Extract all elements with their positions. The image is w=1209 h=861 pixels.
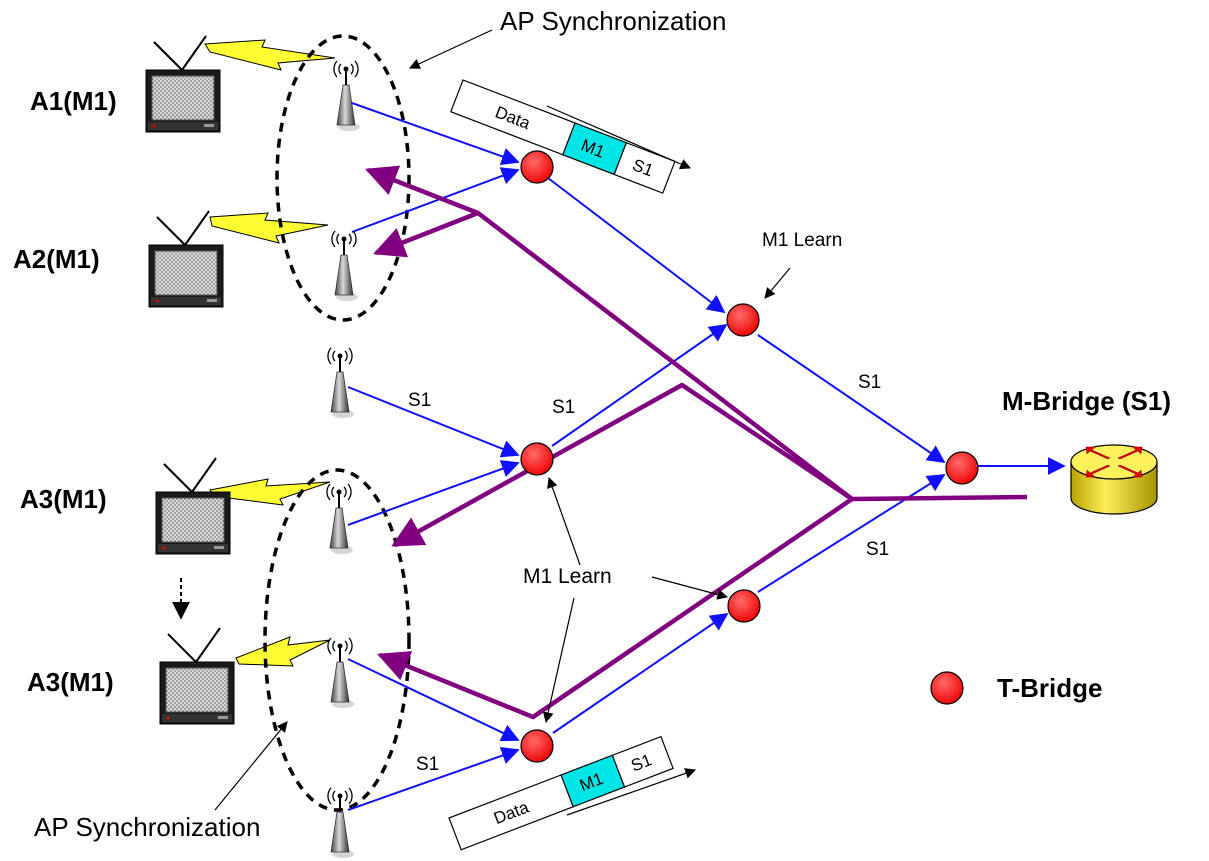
ap-sync-group-top [275, 34, 411, 322]
ap-sync-pointer-top [409, 29, 493, 69]
access-point-icon [326, 347, 355, 419]
access-point-icon [332, 60, 361, 132]
legend: T-Bridge [930, 671, 1102, 705]
t-bridge-icon [520, 729, 554, 763]
t-bridge-icon [726, 303, 760, 337]
m1-learn-pointer-b [651, 576, 729, 600]
tv-icon [155, 457, 231, 555]
lightning-icon [235, 636, 331, 667]
wireless-links [204, 39, 336, 667]
t-bridge-icon [727, 589, 761, 623]
link-label-s1: S1 [866, 539, 889, 560]
ap-sync-pointer-bottom [214, 721, 288, 811]
t-bridge-legend-icon [930, 671, 964, 705]
link-label-s1: S1 [552, 397, 575, 418]
m1-learn-pointer-c [542, 597, 575, 724]
frame-bottom-direction-arrow [566, 768, 697, 816]
device-label-a3: A3(M1) [20, 484, 107, 514]
m1-learn-label-top: M1 Learn [762, 230, 842, 251]
access-point-icon [325, 483, 354, 555]
link-label-s1: S1 [408, 390, 431, 411]
purple-paths [365, 165, 1028, 720]
ap-sync-group-bottom [263, 468, 411, 812]
lightning-icon [209, 212, 329, 244]
device-label-a3-moved: A3(M1) [27, 667, 114, 697]
access-point-icon [330, 230, 359, 302]
router-icon [1070, 444, 1158, 515]
access-point-icon [326, 637, 355, 709]
frame-top-direction-arrow [546, 105, 691, 170]
t-bridge-icon [520, 150, 554, 184]
link-label-s1: S1 [416, 754, 439, 775]
lightning-icon [204, 39, 336, 71]
t-bridge-icon [945, 451, 979, 485]
t-bridge-icon [520, 442, 554, 476]
device-label-a2: A2(M1) [13, 244, 100, 274]
device-label-a1: A1(M1) [30, 86, 117, 116]
access-point-icon [326, 787, 355, 859]
frame-bottom: Data M1 S1 [448, 735, 674, 851]
blue-links [347, 102, 1066, 811]
m1-learn-label-bottom: M1 Learn [523, 565, 612, 588]
m-bridge-label: M-Bridge (S1) [1002, 386, 1171, 416]
ap-sync-label-bottom: AP Synchronization [34, 812, 260, 842]
frame-top: Data M1 S1 [450, 79, 676, 194]
m1-learn-pointer-top [764, 267, 791, 299]
tv-icon [159, 627, 235, 725]
ap-sync-label-top: AP Synchronization [500, 6, 726, 36]
legend-label: T-Bridge [997, 673, 1102, 703]
link-label-s1: S1 [858, 372, 881, 393]
m1-learn-pointer-a [547, 476, 581, 566]
